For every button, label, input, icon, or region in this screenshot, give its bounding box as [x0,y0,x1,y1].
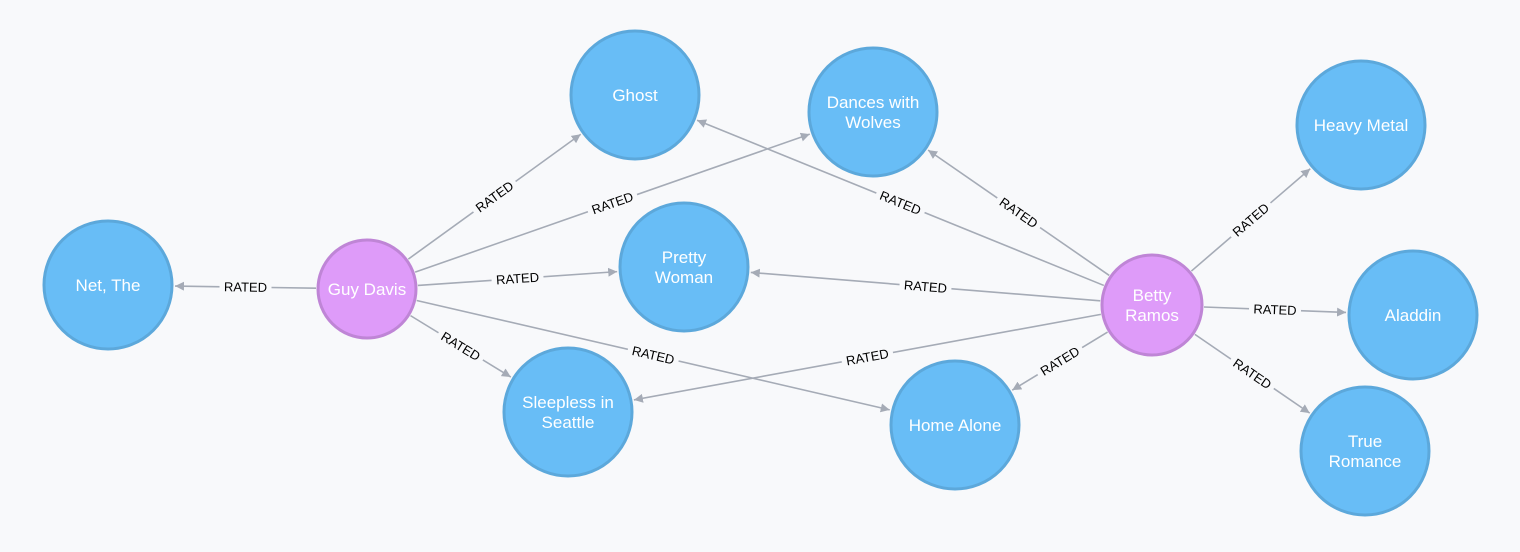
node-circle[interactable] [1100,253,1204,357]
node-circle[interactable] [807,46,939,178]
movie-node-home_alone[interactable]: Home Alone [889,359,1021,491]
relationship-label: RATED [468,174,521,219]
relationship-label: RATED [1225,196,1276,243]
node-circle[interactable] [569,29,701,161]
relationship-guy_davis-to-sleepless_in_seattle[interactable]: RATED [410,314,512,378]
node-circle[interactable] [889,359,1021,491]
relationship-label-text: RATED [495,270,539,288]
relationship-label: RATED [1248,300,1302,319]
relationship-label-background [1248,300,1302,319]
relationship-label-background [840,344,895,370]
relationship-label: RATED [434,325,488,367]
relationship-label: RATED [873,185,928,221]
relationship-betty_ramos-to-heavy_metal[interactable]: RATED [1190,168,1311,272]
relationship-label-text: RATED [878,188,924,218]
relationship-label-background [434,325,488,367]
relationship-label: RATED [1226,352,1279,396]
relationship-guy_davis-to-ghost[interactable]: RATED [407,133,582,260]
relationship-label-text: RATED [1253,301,1297,318]
node-circle[interactable] [42,219,174,351]
relationship-label: RATED [1033,340,1087,382]
node-circle[interactable] [1295,59,1427,191]
relationship-label: RATED [219,278,272,296]
relationship-label-background [219,278,272,296]
relationship-betty_ramos-to-sleepless_in_seattle[interactable]: RATED [633,313,1101,403]
relationship-label: RATED [626,341,681,369]
relationship-betty_ramos-to-pretty_woman[interactable]: RATED [750,268,1101,302]
relationship-label-background [1226,352,1279,396]
relationship-label: RATED [585,187,640,220]
node-circle[interactable] [1347,249,1479,381]
node-circle[interactable] [316,238,418,340]
movie-node-aladdin[interactable]: Aladdin [1347,249,1479,381]
relationship-label: RATED [491,268,545,289]
relationship-label-text: RATED [1230,200,1272,239]
relationship-label-background [626,341,681,369]
relationship-label-background [898,276,953,297]
node-circle[interactable] [618,201,750,333]
relationship-label-background [491,268,545,289]
movie-node-heavy_metal[interactable]: Heavy Metal [1295,59,1427,191]
node-circle[interactable] [502,346,634,478]
relationship-label-background [468,174,521,219]
person-node-guy_davis[interactable]: Guy Davis [316,238,418,340]
relationship-guy_davis-to-net_the[interactable]: RATED [174,278,317,296]
relationship-label-text: RATED [631,343,676,367]
movie-node-ghost[interactable]: Ghost [569,29,701,161]
relationship-label-text: RATED [473,178,517,215]
relationship-label-background [1033,340,1087,382]
relationship-label-background [1225,196,1276,243]
relationship-label: RATED [992,191,1045,235]
relationship-label-background [585,187,640,220]
relationship-betty_ramos-to-true_romance[interactable]: RATED [1194,333,1311,414]
relationship-label-text: RATED [997,194,1041,231]
node-circle[interactable] [1299,385,1431,517]
relationship-label-background [873,185,928,221]
relationship-betty_ramos-to-home_alone[interactable]: RATED [1011,331,1109,391]
relationship-guy_davis-to-pretty_woman[interactable]: RATED [417,267,618,289]
relationship-label-text: RATED [224,279,267,295]
relationship-label-text: RATED [1230,355,1274,392]
relationship-label-background [992,191,1045,235]
relationship-betty_ramos-to-aladdin[interactable]: RATED [1203,300,1347,319]
relationship-label-text: RATED [1038,343,1083,378]
movie-node-net_the[interactable]: Net, The [42,219,174,351]
relationship-label-text: RATED [438,329,483,364]
relationship-label: RATED [840,344,895,370]
relationship-betty_ramos-to-dances_with_wolves[interactable]: RATED [927,149,1110,277]
relationship-label-text: RATED [590,189,636,217]
relationship-label-text: RATED [903,277,947,295]
relationship-label: RATED [898,276,953,297]
